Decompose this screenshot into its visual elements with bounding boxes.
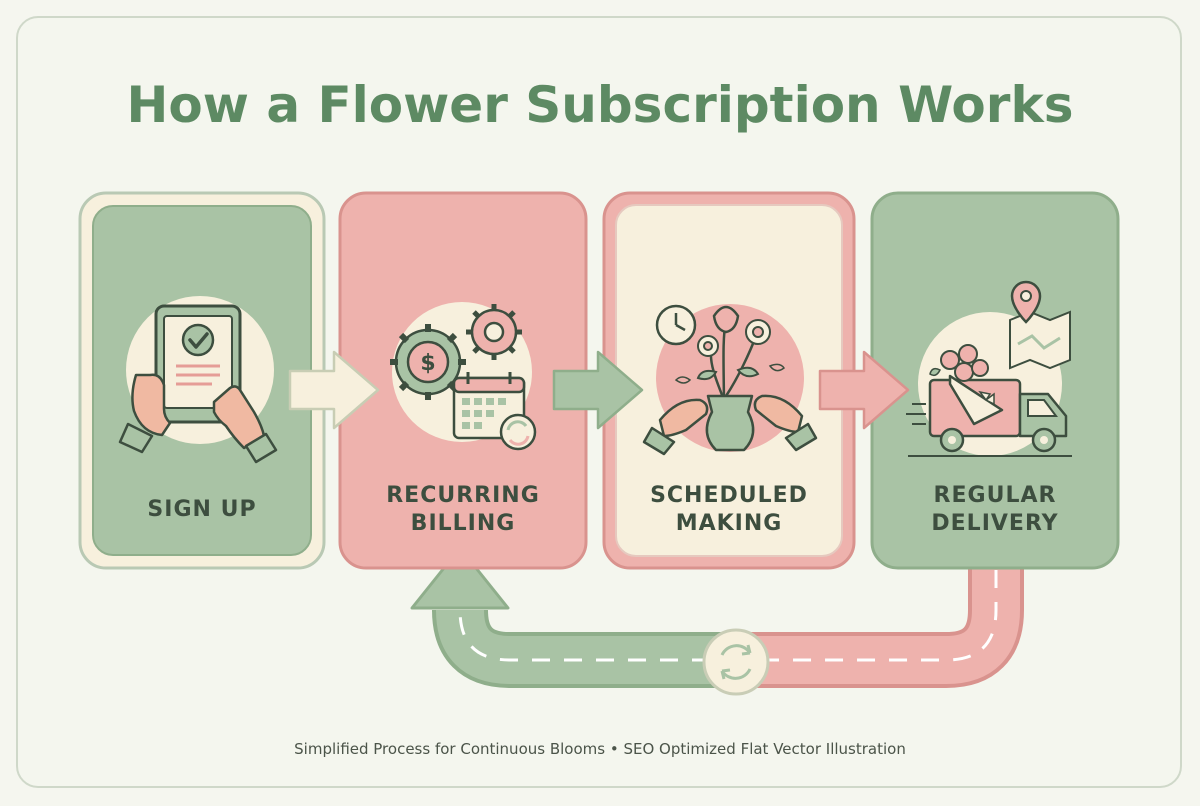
return-loop-road [410,546,1024,696]
flower-arranging-icon [642,304,818,456]
delivery-truck-icon [906,280,1072,457]
step-label-billing: BILLING [411,511,516,536]
step-label-scheduled: SCHEDULED [650,483,808,508]
step-label-recurring: RECURRING [386,483,540,508]
arrow-step2-to-step3 [552,350,644,430]
footer-caption: Simplified Process for Continuous Blooms… [294,740,906,758]
arrow-step1-to-step2 [288,350,380,430]
page-title: How a Flower Subscription Works [127,76,1074,134]
tablet-checkmark-icon [118,296,278,464]
daisy [697,319,771,357]
step-label-regular: REGULAR [934,483,1057,508]
billing-calendar-gears-icon: $ [390,302,537,451]
loop-arrow-head [410,546,510,610]
step-label-making: MAKING [676,511,783,536]
refresh-cycle-icon [702,628,770,696]
svg-text:$: $ [420,351,435,376]
step-label-delivery: DELIVERY [931,511,1058,536]
arrow-step3-to-step4 [818,350,910,430]
step-label-sign-up: SIGN UP [147,497,256,522]
